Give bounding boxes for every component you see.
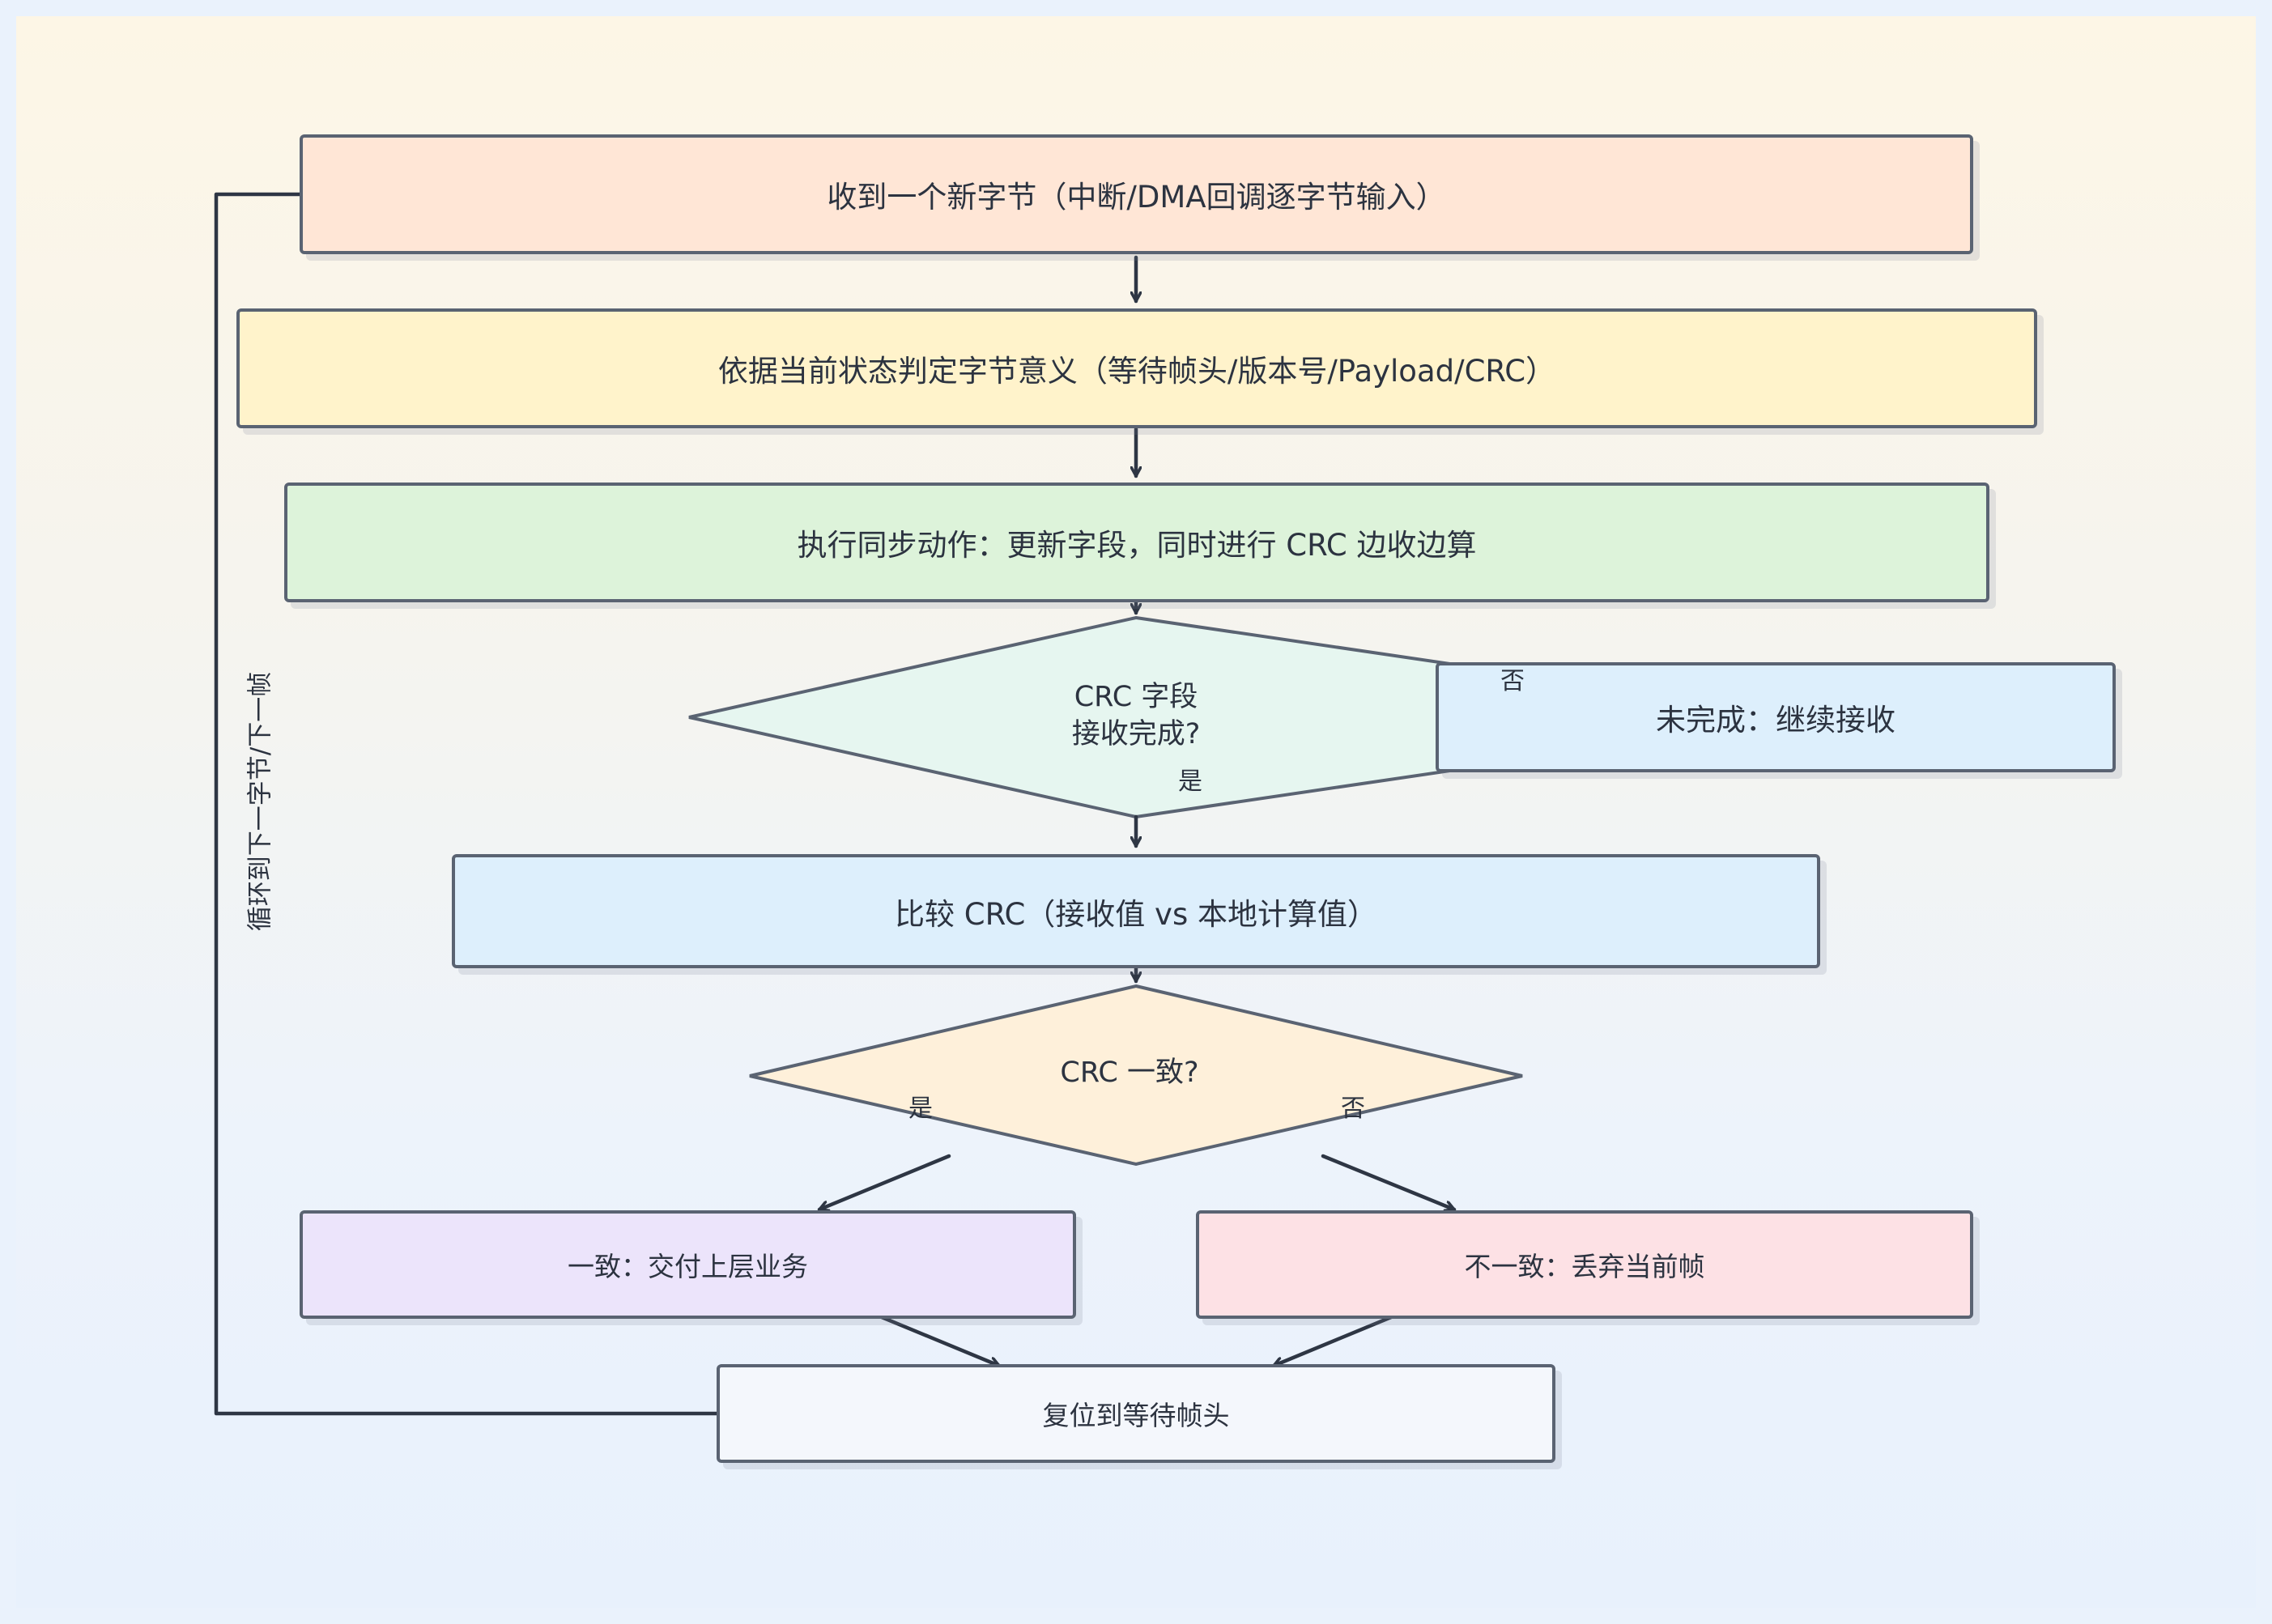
discard-text: 不一致：丢弃当前帧 [1464,1251,1705,1282]
edge-label-no-match: 否 [1341,1095,1365,1123]
continue-receive-text: 未完成：继续接收 [1656,703,1895,738]
edge-label-yes-match: 是 [908,1095,933,1123]
discard-box: 不一致：丢弃当前帧 [1196,1210,1973,1319]
arrow-match-yes-to-deliver [817,1154,951,1209]
compare-crc-box: 比较 CRC（接收值 vs 本地计算值） [452,854,1820,968]
loop-label: 循环到下一字节/下一帧 [245,671,275,932]
arrow-discard-to-reset [1271,1309,1407,1366]
crc-match-diamond [749,984,1523,1167]
continue-receive-box: 未完成：继续接收 [1436,662,2116,772]
edge-label-no-continue: 否 [1500,667,1525,695]
arrow-deliver-to-reset [866,1309,1002,1366]
crc-done-question: CRC 字段 接收完成? [1072,678,1201,753]
deliver-text: 一致：交付上层业务 [568,1251,808,1282]
reset-text: 复位到等待帧头 [1042,1400,1230,1431]
receive-byte-text: 收到一个新字节（中断/DMA回调逐字节输入） [827,180,1446,215]
edge-label-yes-done: 是 [1178,767,1202,796]
crc-done-question-line1: CRC 字段 [1074,681,1198,713]
deliver-box: 一致：交付上层业务 [300,1210,1076,1319]
judge-state-text: 依据当前状态判定字节意义（等待帧头/版本号/Payload/CRC） [717,354,1556,389]
sync-action-box: 执行同步动作：更新字段，同时进行 CRC 边收边算 [284,483,1989,602]
sync-action-text: 执行同步动作：更新字段，同时进行 CRC 边收边算 [797,528,1477,563]
reset-box: 复位到等待帧头 [717,1364,1555,1463]
crc-done-question-line2: 接收完成? [1071,718,1201,750]
arrow-match-no-to-discard [1321,1154,1457,1209]
judge-state-box: 依据当前状态判定字节意义（等待帧头/版本号/Payload/CRC） [236,308,2037,428]
receive-byte-box: 收到一个新字节（中断/DMA回调逐字节输入） [300,134,1973,254]
crc-match-question: CRC 一致? [1060,1056,1199,1089]
compare-crc-text: 比较 CRC（接收值 vs 本地计算值） [895,896,1377,932]
